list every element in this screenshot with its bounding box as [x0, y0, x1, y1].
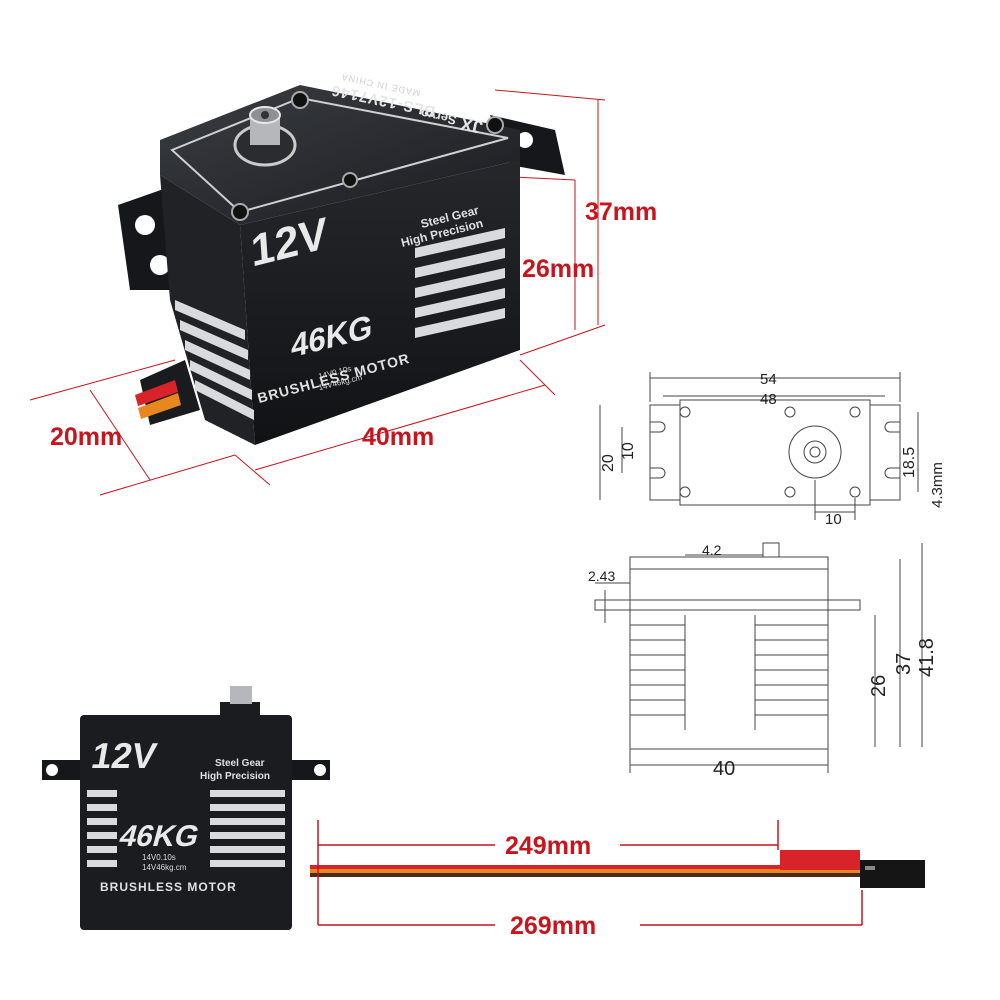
jst-connector	[780, 850, 860, 870]
side-fins	[630, 615, 828, 730]
dim-height-total: 37mm	[585, 198, 658, 226]
servo-front-fins	[87, 790, 285, 867]
servo-connector	[860, 860, 925, 888]
servo-fins-left	[175, 300, 254, 420]
cable-length-short: 249mm	[505, 832, 592, 860]
output-spline-icon	[230, 686, 252, 704]
sd-height-body: 37	[893, 653, 915, 675]
servo-front-body	[80, 715, 292, 930]
cable-length-long: 269mm	[510, 912, 597, 940]
front-spec-line-1: Steel Gear	[215, 758, 265, 769]
top-view-drawing: 54 48 20 10 18.5 4.3mm 10	[599, 371, 946, 528]
front-rating-torque: 14V46kg.cm	[142, 863, 187, 872]
dim-length: 40mm	[362, 423, 435, 451]
cable-dimension-lines	[317, 820, 863, 926]
td-hole-vertical: 18.5	[901, 447, 918, 478]
sd-body-length: 40	[713, 758, 735, 780]
servo-front-illustration	[42, 686, 925, 930]
td-hole-diameter: 4.3mm	[929, 462, 946, 508]
servo-fins-front	[415, 228, 505, 338]
sd-flange-thickness: 2.43	[588, 568, 615, 584]
front-torque-badge: 46KG	[115, 820, 203, 853]
servo-left-face	[160, 175, 255, 445]
td-slot-spacing: 10	[620, 442, 637, 460]
front-voltage-badge: 12V	[88, 735, 160, 776]
side-view-drawing: 4.2 2.43 26 37 41.8 40	[588, 542, 938, 780]
td-overall-height: 20	[600, 454, 617, 472]
servo-front-face	[240, 160, 520, 445]
drawing-hole-icons	[679, 406, 861, 498]
dim-depth: 20mm	[50, 423, 123, 451]
servo-cable	[310, 850, 925, 888]
screw-icons	[231, 91, 504, 221]
td-shaft-offset: 10	[825, 511, 842, 528]
front-rating-speed: 14V0.10s	[142, 853, 176, 862]
td-hole-spacing: 48	[760, 391, 777, 408]
sd-shaft-dia: 4.2	[702, 542, 722, 558]
front-spec-line-2: High Precision	[200, 771, 271, 782]
sd-height-total: 41.8	[916, 638, 938, 677]
dim-height-body: 26mm	[522, 255, 595, 283]
sd-height-flange: 26	[868, 675, 890, 697]
td-overall-width: 54	[760, 371, 777, 388]
front-motor-type: BRUSHLESS MOTOR	[100, 880, 237, 894]
photo-dimension-lines	[29, 89, 606, 496]
